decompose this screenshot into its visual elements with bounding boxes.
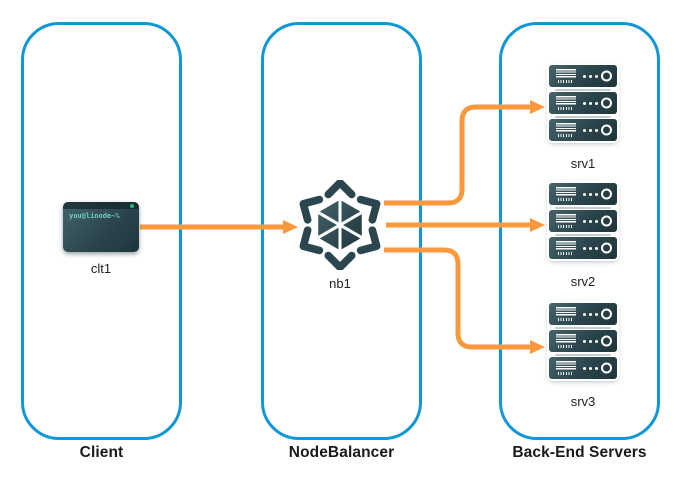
server-unit <box>549 210 617 232</box>
node-label-clt1: clt1 <box>90 261 112 276</box>
server-unit <box>549 330 617 352</box>
terminal-titlebar <box>63 202 139 209</box>
server-unit <box>549 65 617 87</box>
server-unit <box>549 183 617 205</box>
server-unit <box>549 303 617 325</box>
server-unit <box>549 119 617 141</box>
server-stack-icon <box>549 303 617 379</box>
server-unit <box>549 237 617 259</box>
group-label-client: Client <box>79 444 124 461</box>
group-label-backend-servers: Back-End Servers <box>512 444 647 461</box>
terminal-green-dot-icon <box>130 204 134 208</box>
server-unit <box>549 357 617 379</box>
node-label-srv3: srv3 <box>570 394 596 409</box>
terminal-icon: you@linode~% <box>63 202 139 252</box>
group-label-nodebalancer: NodeBalancer <box>288 444 395 461</box>
node-label-srv2: srv2 <box>570 274 596 289</box>
node-label-nb1: nb1 <box>329 276 351 291</box>
node-label-srv1: srv1 <box>570 156 596 171</box>
nodebalancer-hex-icon <box>299 180 381 270</box>
terminal-prompt-text: you@linode~% <box>69 212 120 220</box>
server-unit <box>549 92 617 114</box>
server-stack-icon <box>549 183 617 259</box>
server-stack-icon <box>549 65 617 141</box>
